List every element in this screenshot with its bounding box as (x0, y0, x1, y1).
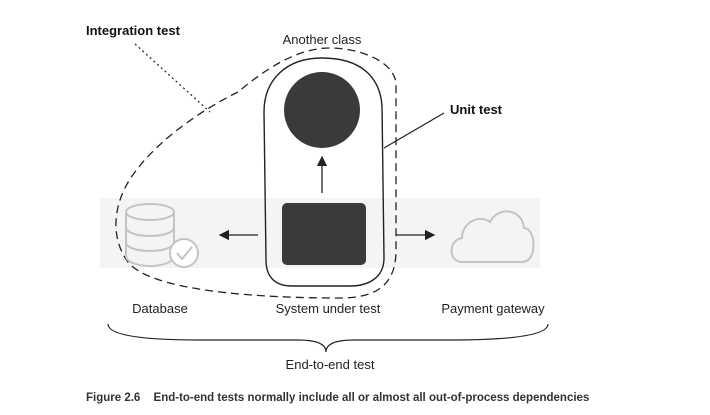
figure-caption-text: End-to-end tests normally include all or… (154, 392, 590, 404)
integration-test-boundary (115, 47, 397, 299)
payment-gateway-label: Payment gateway (441, 301, 545, 316)
integration-test-label: Integration test (86, 23, 181, 38)
cloud-icon (450, 210, 535, 263)
another-class-label: Another class (283, 32, 362, 47)
another-class-node (284, 72, 360, 148)
unit-test-leader (383, 112, 445, 149)
figure-caption: Figure 2.6 End-to-end tests normally inc… (86, 392, 589, 404)
integration-test-leader (134, 43, 211, 113)
unit-test-label: Unit test (450, 102, 503, 117)
database-label: Database (132, 301, 188, 316)
system-under-test-label: System under test (276, 301, 381, 316)
database-check-icon (125, 203, 199, 268)
system-under-test-node (282, 203, 366, 265)
unit-test-boundary (263, 57, 385, 287)
figure-number: Figure 2.6 (86, 392, 140, 404)
end-to-end-brace (107, 323, 549, 353)
end-to-end-test-label: End-to-end test (286, 357, 375, 372)
